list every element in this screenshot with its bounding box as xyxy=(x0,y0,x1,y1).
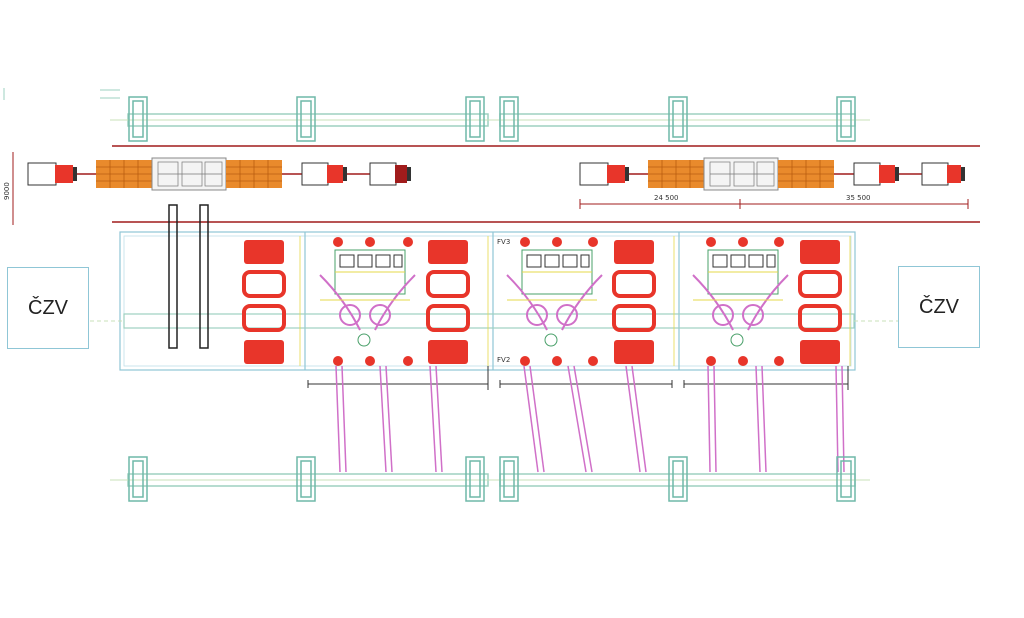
transformer-icon xyxy=(426,240,470,364)
transformer-icon xyxy=(648,157,834,191)
fv-bottom-label: FV2 xyxy=(497,356,510,364)
czv-right-label: ČZV xyxy=(919,295,959,318)
reactor-groups xyxy=(242,240,842,364)
machine-icon xyxy=(506,249,603,347)
czv-right-box: ČZV xyxy=(898,266,980,348)
transformer-icon xyxy=(612,240,656,364)
corner-marks xyxy=(3,88,120,100)
czv-left-box: ČZV xyxy=(7,267,89,349)
dim-train-height: 9000 xyxy=(3,182,11,200)
machine-icon xyxy=(319,249,416,347)
left-transport-train: 9000 xyxy=(3,152,411,225)
bottom-gantry xyxy=(110,456,870,502)
switchgear-bay-2 xyxy=(506,237,603,366)
dim-b-label: 35 500 xyxy=(846,194,871,202)
yard-dimensions xyxy=(307,366,849,390)
switchgear-bay-1 xyxy=(319,237,416,366)
dim-a-label: 24 500 xyxy=(654,194,679,202)
top-gantry xyxy=(110,96,870,142)
czv-left-label: ČZV xyxy=(28,296,68,319)
truck-icon xyxy=(27,162,77,186)
truck-icon xyxy=(853,162,899,186)
transformer-icon xyxy=(798,240,842,364)
truck-icon xyxy=(921,162,965,186)
truck-icon xyxy=(369,162,411,186)
fv-top-label: FV3 xyxy=(497,238,510,246)
transformer-icon xyxy=(96,157,282,191)
switchgear-bay-3 xyxy=(692,237,789,366)
machine-icon xyxy=(692,249,789,347)
truck-icon xyxy=(579,162,629,186)
right-transport-train: 24 500 35 500 xyxy=(579,157,969,209)
cable-runs xyxy=(335,365,845,473)
transformer-icon xyxy=(242,240,286,364)
truck-icon xyxy=(301,162,347,186)
track-lines xyxy=(112,145,980,223)
